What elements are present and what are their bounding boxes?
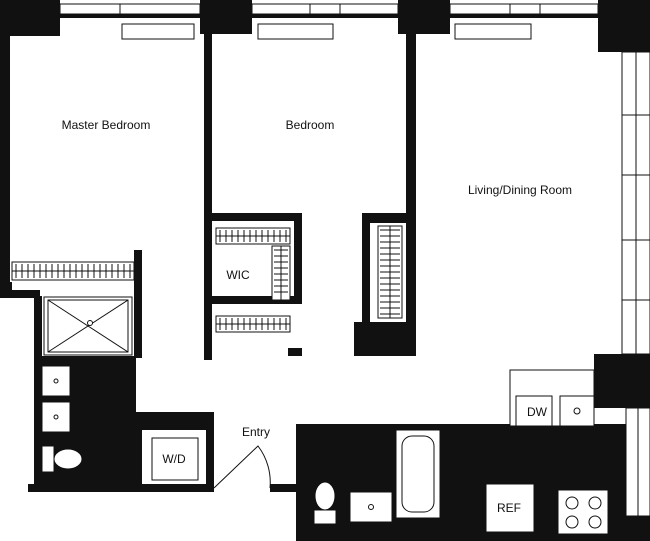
bath-kitchen-block [296, 424, 626, 541]
laundry-walls [28, 412, 302, 492]
entry-door [213, 445, 271, 489]
bedroom-label: Bedroom [286, 118, 335, 132]
entry-label: Entry [242, 425, 270, 439]
top-windows [59, 3, 599, 40]
top-wall [0, 0, 650, 290]
wic-label: WIC [226, 268, 250, 282]
master-closet [11, 261, 135, 281]
kitchen-counter [509, 369, 595, 427]
wic-shelving [215, 227, 291, 333]
interior-walls [0, 30, 416, 360]
refrigerator-label: REF [497, 501, 521, 515]
washer-dryer-label: W/D [162, 452, 186, 466]
bathroom-left [34, 296, 136, 492]
master-bedroom-label: Master Bedroom [62, 118, 151, 132]
right-wall [594, 51, 650, 541]
living-dining-label: Living/Dining Room [468, 183, 572, 197]
dishwasher-label: DW [527, 405, 548, 419]
